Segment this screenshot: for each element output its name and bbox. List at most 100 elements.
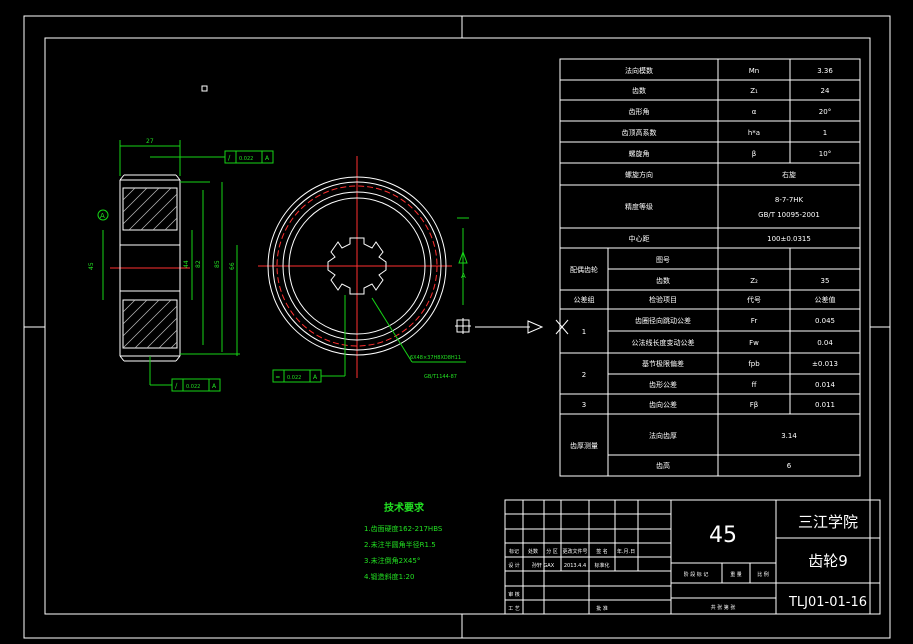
svg-text:比 例: 比 例 xyxy=(757,571,769,578)
svg-text:3.未注倒角2X45°: 3.未注倒角2X45° xyxy=(364,556,420,565)
svg-text:1.齿面硬度162-217HBS: 1.齿面硬度162-217HBS xyxy=(364,524,443,533)
svg-text:基节极限偏差: 基节极限偏差 xyxy=(642,359,684,368)
dim-a: 44 xyxy=(183,260,190,268)
svg-text:标记: 标记 xyxy=(509,548,519,555)
svg-text:齿数: 齿数 xyxy=(632,86,646,95)
svg-text:螺旋角: 螺旋角 xyxy=(629,149,650,158)
svg-text:齿圈径向跳动公差: 齿圈径向跳动公差 xyxy=(635,316,691,325)
svg-text:公差组: 公差组 xyxy=(574,295,595,304)
svg-text:A: A xyxy=(265,155,270,162)
svg-text:技术要求: 技术要求 xyxy=(384,501,425,514)
svg-text:8-7-7HK: 8-7-7HK xyxy=(775,196,804,204)
svg-text:0.022: 0.022 xyxy=(186,384,200,390)
svg-text:0.045: 0.045 xyxy=(815,317,835,325)
svg-text:Z₁: Z₁ xyxy=(750,87,758,95)
params-table-text: 法向模数 Mn 3.36 齿数 Z₁ 24 齿形角 α 20° 齿顶高系数 h*… xyxy=(570,66,838,470)
spline-hole xyxy=(327,237,387,295)
svg-text:更改文件号: 更改文件号 xyxy=(562,548,587,555)
svg-text:Fr: Fr xyxy=(751,317,758,325)
svg-text:批 准: 批 准 xyxy=(596,605,608,612)
svg-text:Z₂: Z₂ xyxy=(750,277,758,285)
svg-text:1: 1 xyxy=(582,328,586,336)
svg-text:0.014: 0.014 xyxy=(815,381,836,389)
svg-text:24: 24 xyxy=(821,87,830,95)
inner-border xyxy=(44,37,871,615)
svg-text:A: A xyxy=(461,272,466,280)
svg-text:检验项目: 检验项目 xyxy=(649,295,677,304)
svg-text:∕: ∕ xyxy=(175,382,178,390)
title-block-text: 45 三江学院 齿轮9 TLJ01-01-16 标记 处数 分 区 更改文件号 … xyxy=(508,513,867,612)
svg-text:0.022: 0.022 xyxy=(287,375,301,381)
svg-text:法向齿厚: 法向齿厚 xyxy=(649,431,677,440)
small-marker xyxy=(201,85,208,92)
svg-text:共 张 第 张: 共 张 第 张 xyxy=(711,604,736,611)
keyway-note: 6X48×37H8XD8H11 xyxy=(410,355,461,361)
svg-text:2.未注半圆角半径R1.5: 2.未注半圆角半径R1.5 xyxy=(364,540,436,549)
svg-text:齿顶高系数: 齿顶高系数 xyxy=(622,128,657,137)
dim-d: 66 xyxy=(229,262,236,270)
svg-text:20°: 20° xyxy=(819,108,831,116)
svg-text:工 艺: 工 艺 xyxy=(508,606,520,612)
svg-text:Fβ: Fβ xyxy=(750,401,759,409)
gear-front-view: A ═ 0.022 A 6X48×37H8XD8H11 GB/T1144-87 xyxy=(258,156,471,383)
dim-b: 82 xyxy=(195,260,202,268)
params-table xyxy=(559,58,861,477)
hatch-top xyxy=(122,187,178,231)
svg-text:配偶齿轮: 配偶齿轮 xyxy=(570,265,598,274)
svg-text:∕: ∕ xyxy=(228,154,231,162)
svg-text:α: α xyxy=(752,108,757,116)
svg-text:Mn: Mn xyxy=(749,67,759,75)
orientation-arrow xyxy=(527,320,544,334)
svg-text:3.14: 3.14 xyxy=(781,432,797,440)
runout-frame-top xyxy=(224,150,274,164)
svg-text:阶 段 标 记: 阶 段 标 记 xyxy=(684,571,709,578)
svg-text:0.04: 0.04 xyxy=(817,339,833,347)
svg-text:公差值: 公差值 xyxy=(815,295,836,304)
svg-text:4.锻造斜度1:20: 4.锻造斜度1:20 xyxy=(364,572,414,581)
svg-text:Fw: Fw xyxy=(749,339,759,347)
svg-text:设 计: 设 计 xyxy=(508,562,520,569)
svg-text:齿高: 齿高 xyxy=(656,461,670,470)
svg-text:±0.013: ±0.013 xyxy=(812,360,838,368)
svg-text:中心距: 中心距 xyxy=(629,234,650,243)
svg-text:0.022: 0.022 xyxy=(239,156,253,162)
runout-frame-bottom xyxy=(171,378,221,392)
svg-text:2: 2 xyxy=(582,371,586,379)
svg-text:2013.4.4: 2013.4.4 xyxy=(564,563,586,569)
svg-text:ff: ff xyxy=(752,381,757,389)
svg-text:螺旋方向: 螺旋方向 xyxy=(625,170,653,179)
svg-text:10°: 10° xyxy=(819,150,831,158)
svg-text:齿形公差: 齿形公差 xyxy=(649,380,677,389)
svg-text:齿数: 齿数 xyxy=(656,276,670,285)
svg-text:标准化: 标准化 xyxy=(594,562,609,569)
svg-text:齿向公差: 齿向公差 xyxy=(649,400,677,409)
title-block xyxy=(504,499,881,615)
svg-text:右旋: 右旋 xyxy=(782,170,796,179)
dim-bore: 45 xyxy=(88,262,95,270)
svg-text:图号: 图号 xyxy=(656,256,670,264)
svg-text:35: 35 xyxy=(821,277,830,285)
hatch-bottom xyxy=(122,299,178,349)
svg-text:3.36: 3.36 xyxy=(817,67,833,75)
svg-text:齿厚测量: 齿厚测量 xyxy=(570,442,598,450)
svg-text:A: A xyxy=(313,374,318,381)
svg-text:β: β xyxy=(752,150,756,158)
svg-text:GB/T 10095-2001: GB/T 10095-2001 xyxy=(758,211,820,219)
school-name: 三江学院 xyxy=(798,513,858,531)
svg-text:═: ═ xyxy=(275,374,280,381)
gear-section-view: 27 45 44 82 85 66 A ∕ 0.022 A ∕ 0.022 A xyxy=(88,138,274,392)
svg-text:法向模数: 法向模数 xyxy=(625,66,653,75)
svg-text:孙轩 GAX: 孙轩 GAX xyxy=(532,562,555,569)
drawing-number: TLJ01-01-16 xyxy=(788,595,867,610)
svg-text:100±0.0315: 100±0.0315 xyxy=(767,235,811,243)
dim-width: 27 xyxy=(146,138,154,145)
svg-text:齿形角: 齿形角 xyxy=(629,107,650,116)
svg-text:分 区: 分 区 xyxy=(546,548,558,555)
svg-text:A: A xyxy=(212,383,217,390)
svg-text:6: 6 xyxy=(787,462,792,470)
svg-text:重 量: 重 量 xyxy=(730,571,742,578)
svg-text:h*a: h*a xyxy=(748,129,760,137)
svg-text:年.月.日: 年.月.日 xyxy=(617,548,635,555)
svg-text:签 名: 签 名 xyxy=(596,548,608,555)
